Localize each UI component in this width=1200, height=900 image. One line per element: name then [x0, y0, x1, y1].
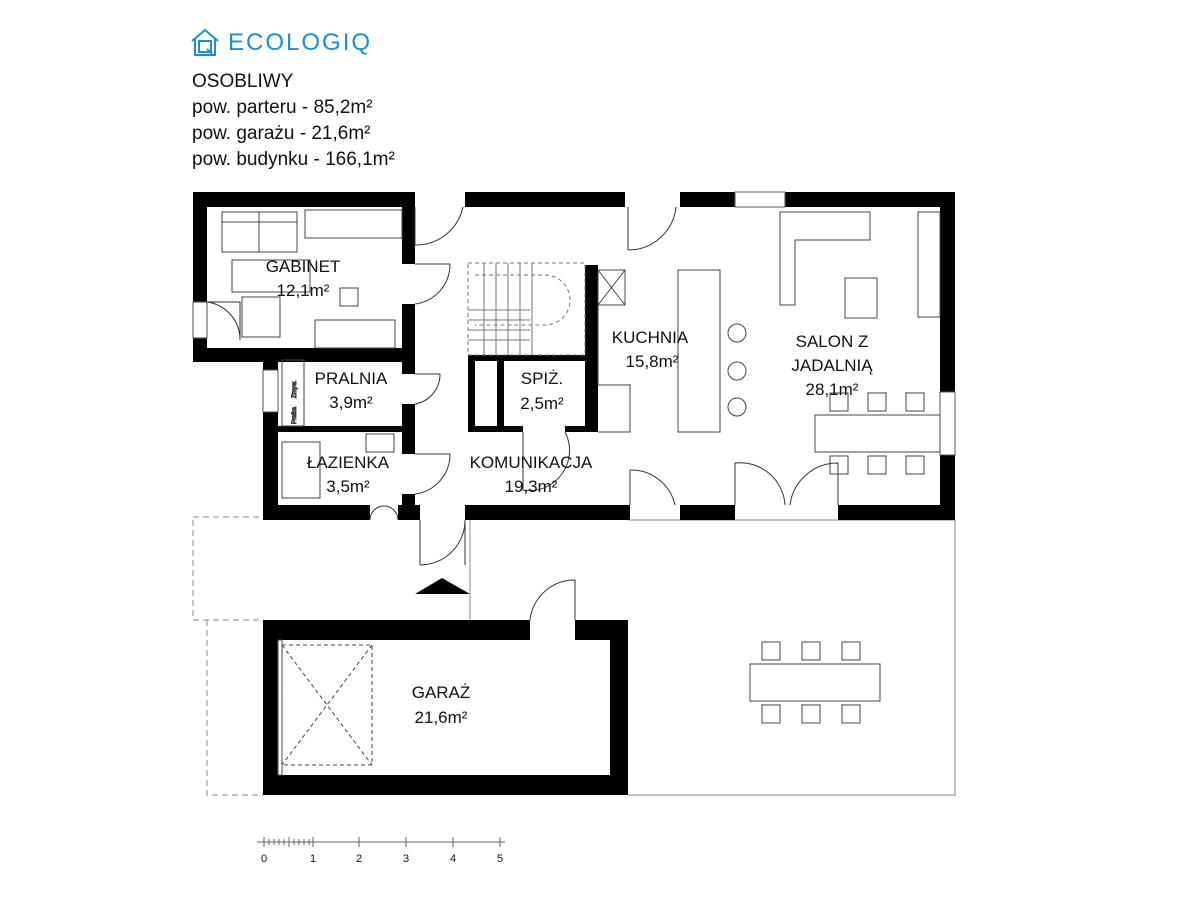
entrance-arrow-icon: [415, 578, 470, 594]
area-building: pow. budynku - 166,1m²: [192, 149, 395, 170]
room-komunikacja-area: 19,3m²: [505, 477, 558, 496]
scale-tick-3: 3: [403, 853, 409, 865]
room-lazienka: ŁAZIENKA: [307, 453, 390, 472]
room-komunikacja: KOMUNIKACJA: [470, 453, 593, 472]
scale-tick-2: 2: [356, 853, 362, 865]
outdoor-outlines: [192, 516, 956, 796]
room-lazienka-area: 3,5m²: [326, 477, 370, 496]
room-garaz: GARAŻ: [412, 683, 471, 702]
room-pralnia-area: 3,9m²: [329, 393, 373, 412]
room-spiz-area: 2,5m²: [520, 394, 564, 413]
room-kuchnia: KUCHNIA: [612, 328, 689, 347]
windows: [192, 191, 956, 456]
room-gabinet: GABINET: [266, 257, 341, 276]
area-garage: pow. garażu - 21,6m²: [192, 123, 371, 144]
house-logo-icon: [191, 28, 219, 56]
scale-tick-0: 0: [261, 853, 267, 865]
scale-tick-4: 4: [450, 853, 456, 865]
brand-logo: ECOLOGIQ: [190, 28, 372, 58]
stairs: [467, 262, 586, 356]
scale-tick-1: 1: [310, 853, 316, 865]
room-garaz-area: 21,6m²: [415, 708, 468, 727]
room-salon-area: 28,1m²: [806, 380, 859, 399]
room-salon: SALON Z: [796, 332, 869, 351]
doors: [206, 206, 839, 621]
label-washer: Pralka: [292, 406, 298, 424]
room-spiz: SPIŻ.: [521, 369, 564, 388]
project-name: OSOBLIWY: [192, 71, 294, 92]
furniture: Zmyw. Pralka: [221, 209, 941, 766]
scale-tick-5: 5: [497, 853, 503, 865]
room-salon-name2: JADALNIĄ: [791, 356, 873, 375]
walls: [193, 192, 955, 795]
room-kuchnia-area: 15,8m²: [626, 352, 679, 371]
scale-bar: [257, 837, 505, 847]
room-pralnia: PRALNIA: [315, 369, 388, 388]
room-labels: GABINET 12,1m² PRALNIA 3,9m² ŁAZIENKA 3,…: [266, 257, 874, 727]
brand-name: ECOLOGIQ: [228, 29, 373, 56]
label-dryer: Zmyw.: [292, 380, 298, 398]
area-ground-floor: pow. parteru - 85,2m²: [192, 97, 373, 118]
room-gabinet-area: 12,1m²: [277, 281, 330, 300]
